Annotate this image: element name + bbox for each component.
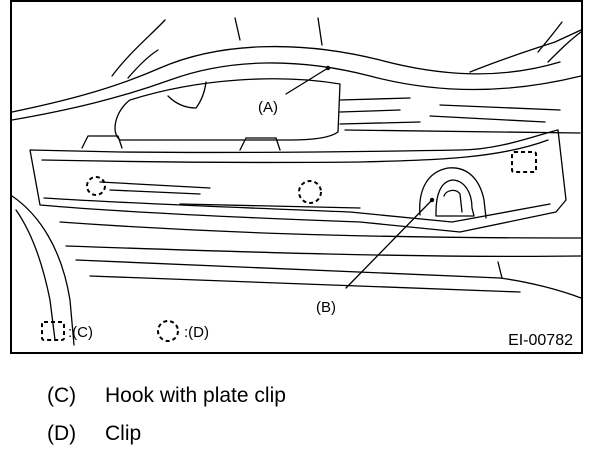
lower-line-3 [75, 259, 582, 299]
upper-line-3 [111, 19, 166, 77]
hook-b-outer [419, 167, 487, 219]
part-a-outline [114, 78, 341, 141]
lower-line-4 [89, 275, 521, 293]
trim-panel-groove-3 [179, 203, 361, 209]
lower-line-5 [497, 261, 503, 279]
trim-panel-groove-1 [99, 181, 211, 189]
upper-line-4 [127, 49, 159, 79]
leader-dot-b [429, 197, 435, 203]
leader-line-b [345, 199, 433, 289]
hook-b-tongue [443, 189, 463, 213]
trim-panel-inner-top [41, 139, 549, 164]
upper-right-fold-2 [537, 21, 563, 53]
upper-right-fold-3 [547, 31, 582, 63]
upper-line-6 [317, 17, 323, 46]
figure-id: EI-00782 [508, 332, 573, 349]
upper-line-1 [11, 45, 561, 113]
upper-line-2 [11, 62, 582, 121]
trim-panel-outline [29, 129, 567, 233]
caption-key: (C) [47, 384, 77, 407]
figure-frame [10, 0, 583, 354]
marker-clip-d-left [86, 176, 106, 196]
upper-line-5 [234, 17, 241, 41]
lower-line-2 [65, 245, 582, 258]
right-body-lines [344, 104, 581, 134]
caption-text: Clip [105, 422, 142, 445]
lower-curve-2 [15, 209, 56, 341]
marker-hook-c-right [511, 151, 537, 173]
lower-curve-1 [11, 195, 75, 346]
caption-row-d: (D) Clip [47, 422, 141, 446]
legend-square-c-icon [41, 321, 65, 341]
caption-text: Hook with plate clip [105, 384, 286, 407]
caption-row-c: (C) Hook with plate clip [47, 384, 286, 408]
callout-b-label: (B) [316, 299, 336, 316]
trim-panel-inner-bottom [43, 197, 551, 223]
legend-label-c: :(C) [68, 324, 93, 341]
caption-key: (D) [47, 422, 77, 445]
upper-right-fold [469, 29, 582, 73]
marker-clip-d-center [298, 180, 322, 204]
hook-b-inner [435, 179, 475, 217]
panel-tab-1 [81, 135, 123, 149]
legend-label-d: :(D) [184, 324, 209, 341]
leader-dot-a [325, 65, 331, 71]
lower-line-1 [59, 221, 582, 239]
leader-line-a [285, 67, 329, 95]
legend-circle-d-icon [157, 320, 179, 342]
part-a-notch [167, 81, 207, 109]
panel-tab-2 [239, 137, 281, 151]
callout-a-label: (A) [258, 99, 278, 116]
part-a-lines [339, 97, 421, 125]
trim-panel-groove-2 [109, 189, 201, 195]
